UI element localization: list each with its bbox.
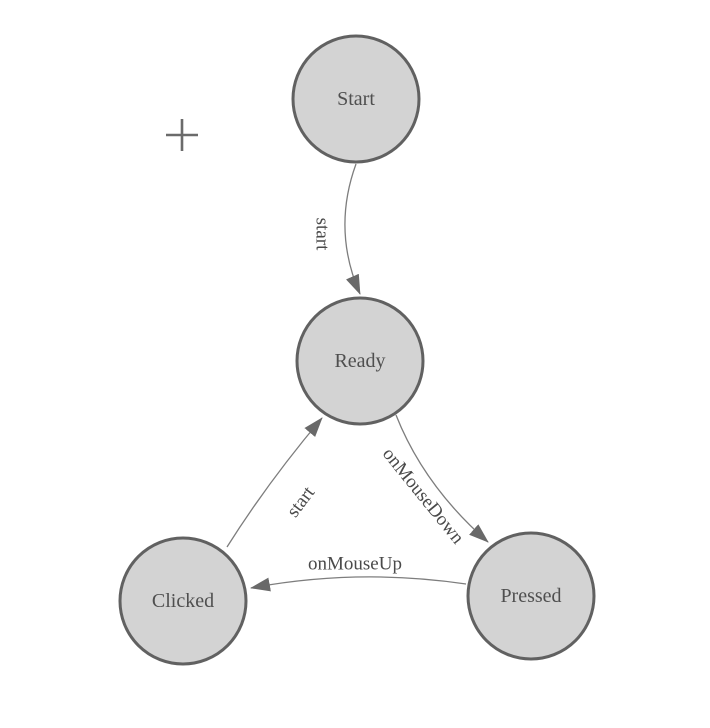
crosshair-cursor-icon [166,119,198,151]
edge-label-start-to-ready: start [312,218,333,251]
edge-label-ready-to-pressed: onMouseDown [378,444,468,549]
cursor-layer [166,119,198,151]
edge-ready-to-pressed[interactable] [395,414,489,543]
edges-layer [226,163,489,592]
node-pressed[interactable] [466,531,596,661]
edge-clicked-to-ready[interactable] [226,417,323,548]
node-clicked[interactable] [118,536,248,666]
node-label-clicked: Clicked [152,590,214,612]
edge-pressed-to-clicked[interactable] [250,576,467,592]
edge-label-clicked-to-ready: start [283,482,320,521]
node-label-start: Start [337,88,375,110]
node-label-ready: Ready [334,350,385,372]
node-start[interactable] [291,34,421,164]
node-ready[interactable] [295,296,425,426]
edge-start-to-ready[interactable] [344,163,361,295]
node-label-pressed: Pressed [500,585,561,607]
edge-label-pressed-to-clicked: onMouseUp [308,554,402,575]
